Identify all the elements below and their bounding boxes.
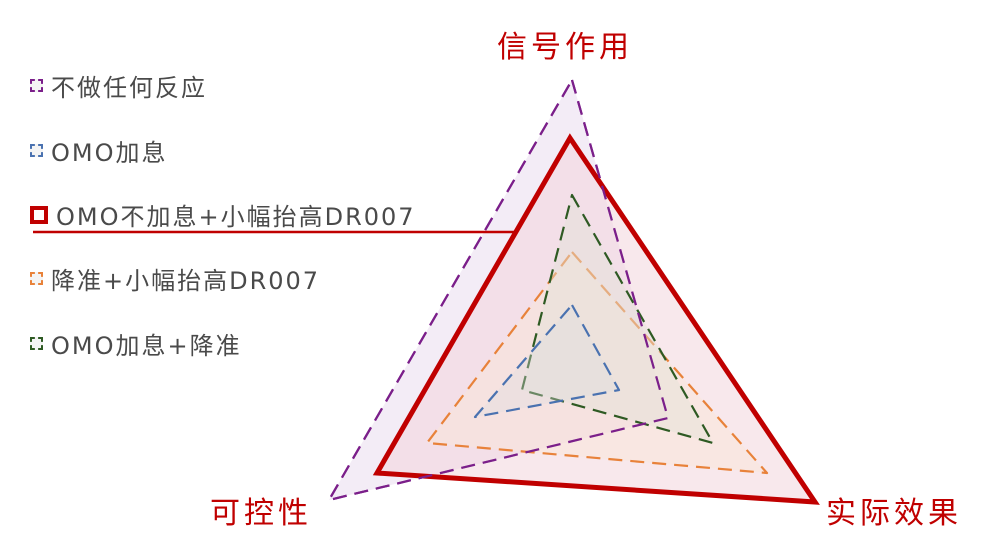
series-omo-hike-rrr-cut-area [520, 193, 715, 445]
dashed-square-icon [30, 337, 43, 350]
dashed-square-icon [30, 79, 43, 92]
axis-label-controllability: 可控性 [210, 496, 312, 531]
axis-label-signal: 信号作用 [497, 30, 633, 65]
series-omo-no-hike-dr007-area [372, 133, 820, 505]
dashed-square-icon [30, 144, 43, 157]
axis-label-actual-effect: 实际效果 [826, 496, 962, 531]
dashed-square-icon [30, 272, 43, 285]
legend-label: OMO加息+降准 [51, 332, 242, 360]
legend-label: OMO不加息+小幅抬高DR007 [56, 203, 416, 231]
legend-item-omo-hike[interactable]: OMO加息 [30, 133, 168, 168]
legend-item-omo-hike-rrr-cut[interactable]: OMO加息+降准 [30, 326, 242, 361]
series-omo-hike-area [473, 303, 621, 419]
solid-square-icon [30, 205, 48, 224]
legend-item-omo-no-hike-dr007[interactable]: OMO不加息+小幅抬高DR007 [30, 197, 416, 232]
legend-label: OMO加息 [51, 139, 168, 167]
legend-label: 不做任何反应 [51, 74, 207, 102]
series-rrr-cut-dr007-area [425, 250, 769, 475]
legend-label: 降准+小幅抬高DR007 [51, 267, 321, 295]
legend-item-no-reaction[interactable]: 不做任何反应 [30, 68, 207, 103]
legend-item-rrr-cut-dr007[interactable]: 降准+小幅抬高DR007 [30, 261, 320, 296]
